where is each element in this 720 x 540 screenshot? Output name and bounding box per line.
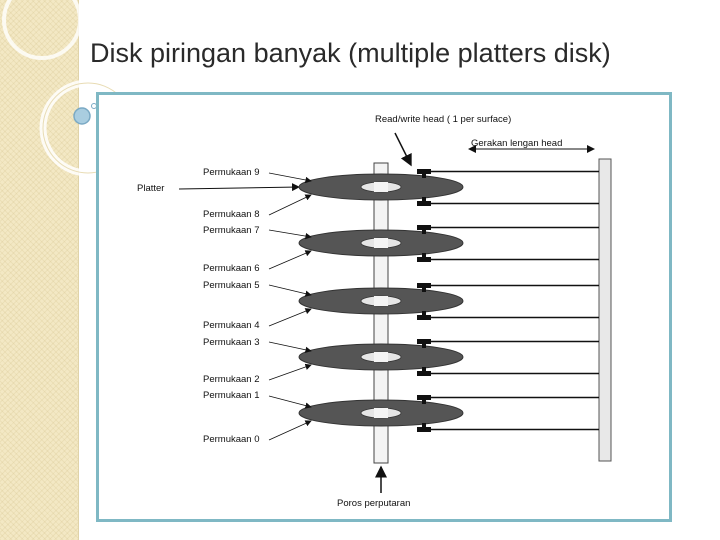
surface-label-2: Permukaan 2: [203, 374, 260, 385]
surface-leader-7: [268, 229, 312, 240]
read-write-head-5: [417, 283, 431, 288]
read-write-head-6: [417, 257, 431, 262]
head-slider-8: [422, 197, 426, 201]
surface-leader-4: [268, 308, 312, 327]
actuator-post: [598, 158, 612, 462]
read-write-head-pointer: [394, 132, 412, 167]
head-slider-5: [422, 288, 426, 292]
surface-leader-6: [268, 250, 312, 270]
surface-label-5: Permukaan 5: [203, 280, 260, 291]
arm-movement-label: Gerakan lengan head: [471, 138, 562, 149]
surface-label-7: Permukaan 7: [203, 225, 260, 236]
surface-leader-1: [268, 395, 312, 409]
read-write-head-label: Read/write head ( 1 per surface): [375, 114, 511, 125]
diagram-frame: Read/write head ( 1 per surface) Gerakan…: [96, 92, 672, 522]
spindle-through-platter-0: [374, 408, 388, 418]
spindle-through-platter-4: [374, 182, 388, 192]
head-stack: [417, 169, 599, 432]
platter-label: Platter: [137, 183, 164, 194]
spindle-through-platter-3: [374, 238, 388, 248]
head-slider-4: [422, 311, 426, 315]
head-slider-3: [422, 344, 426, 348]
multiple-platter-disk-diagram: Read/write head ( 1 per surface) Gerakan…: [137, 114, 612, 509]
read-write-head-1: [417, 395, 431, 400]
read-write-head-7: [417, 225, 431, 230]
surface-leader-5: [268, 284, 312, 297]
platter-pointer: [178, 183, 300, 192]
read-write-head-4: [417, 315, 431, 320]
surface-leader-lines: [268, 172, 312, 441]
spindle-label: Poros perputaran: [337, 498, 410, 509]
head-slider-7: [422, 230, 426, 234]
spindle-through-platter-2: [374, 296, 388, 306]
head-slider-6: [422, 253, 426, 257]
surface-leader-9: [268, 172, 312, 184]
surface-leader-8: [268, 194, 312, 216]
read-write-head-0: [417, 427, 431, 432]
surface-leader-2: [268, 363, 312, 381]
read-write-head-9: [417, 169, 431, 174]
read-write-head-8: [417, 201, 431, 206]
head-slider-9: [422, 174, 426, 178]
read-write-head-2: [417, 371, 431, 376]
surface-label-9: Permukaan 9: [203, 167, 260, 178]
platter-stack: [298, 173, 464, 427]
head-slider-1: [422, 400, 426, 404]
head-slider-2: [422, 367, 426, 371]
spindle-through-platter-1: [374, 352, 388, 362]
surface-leader-0: [268, 420, 312, 441]
slide-title: Disk piringan banyak (multiple platters …: [90, 38, 611, 68]
surface-label-4: Permukaan 4: [203, 320, 260, 331]
read-write-head-3: [417, 339, 431, 344]
surface-leader-3: [268, 341, 312, 353]
surface-label-0: Permukaan 0: [203, 434, 260, 445]
surface-label-8: Permukaan 8: [203, 209, 260, 220]
surface-label-3: Permukaan 3: [203, 337, 260, 348]
surface-label-6: Permukaan 6: [203, 263, 260, 274]
surface-label-1: Permukaan 1: [203, 390, 260, 401]
head-slider-0: [422, 423, 426, 427]
